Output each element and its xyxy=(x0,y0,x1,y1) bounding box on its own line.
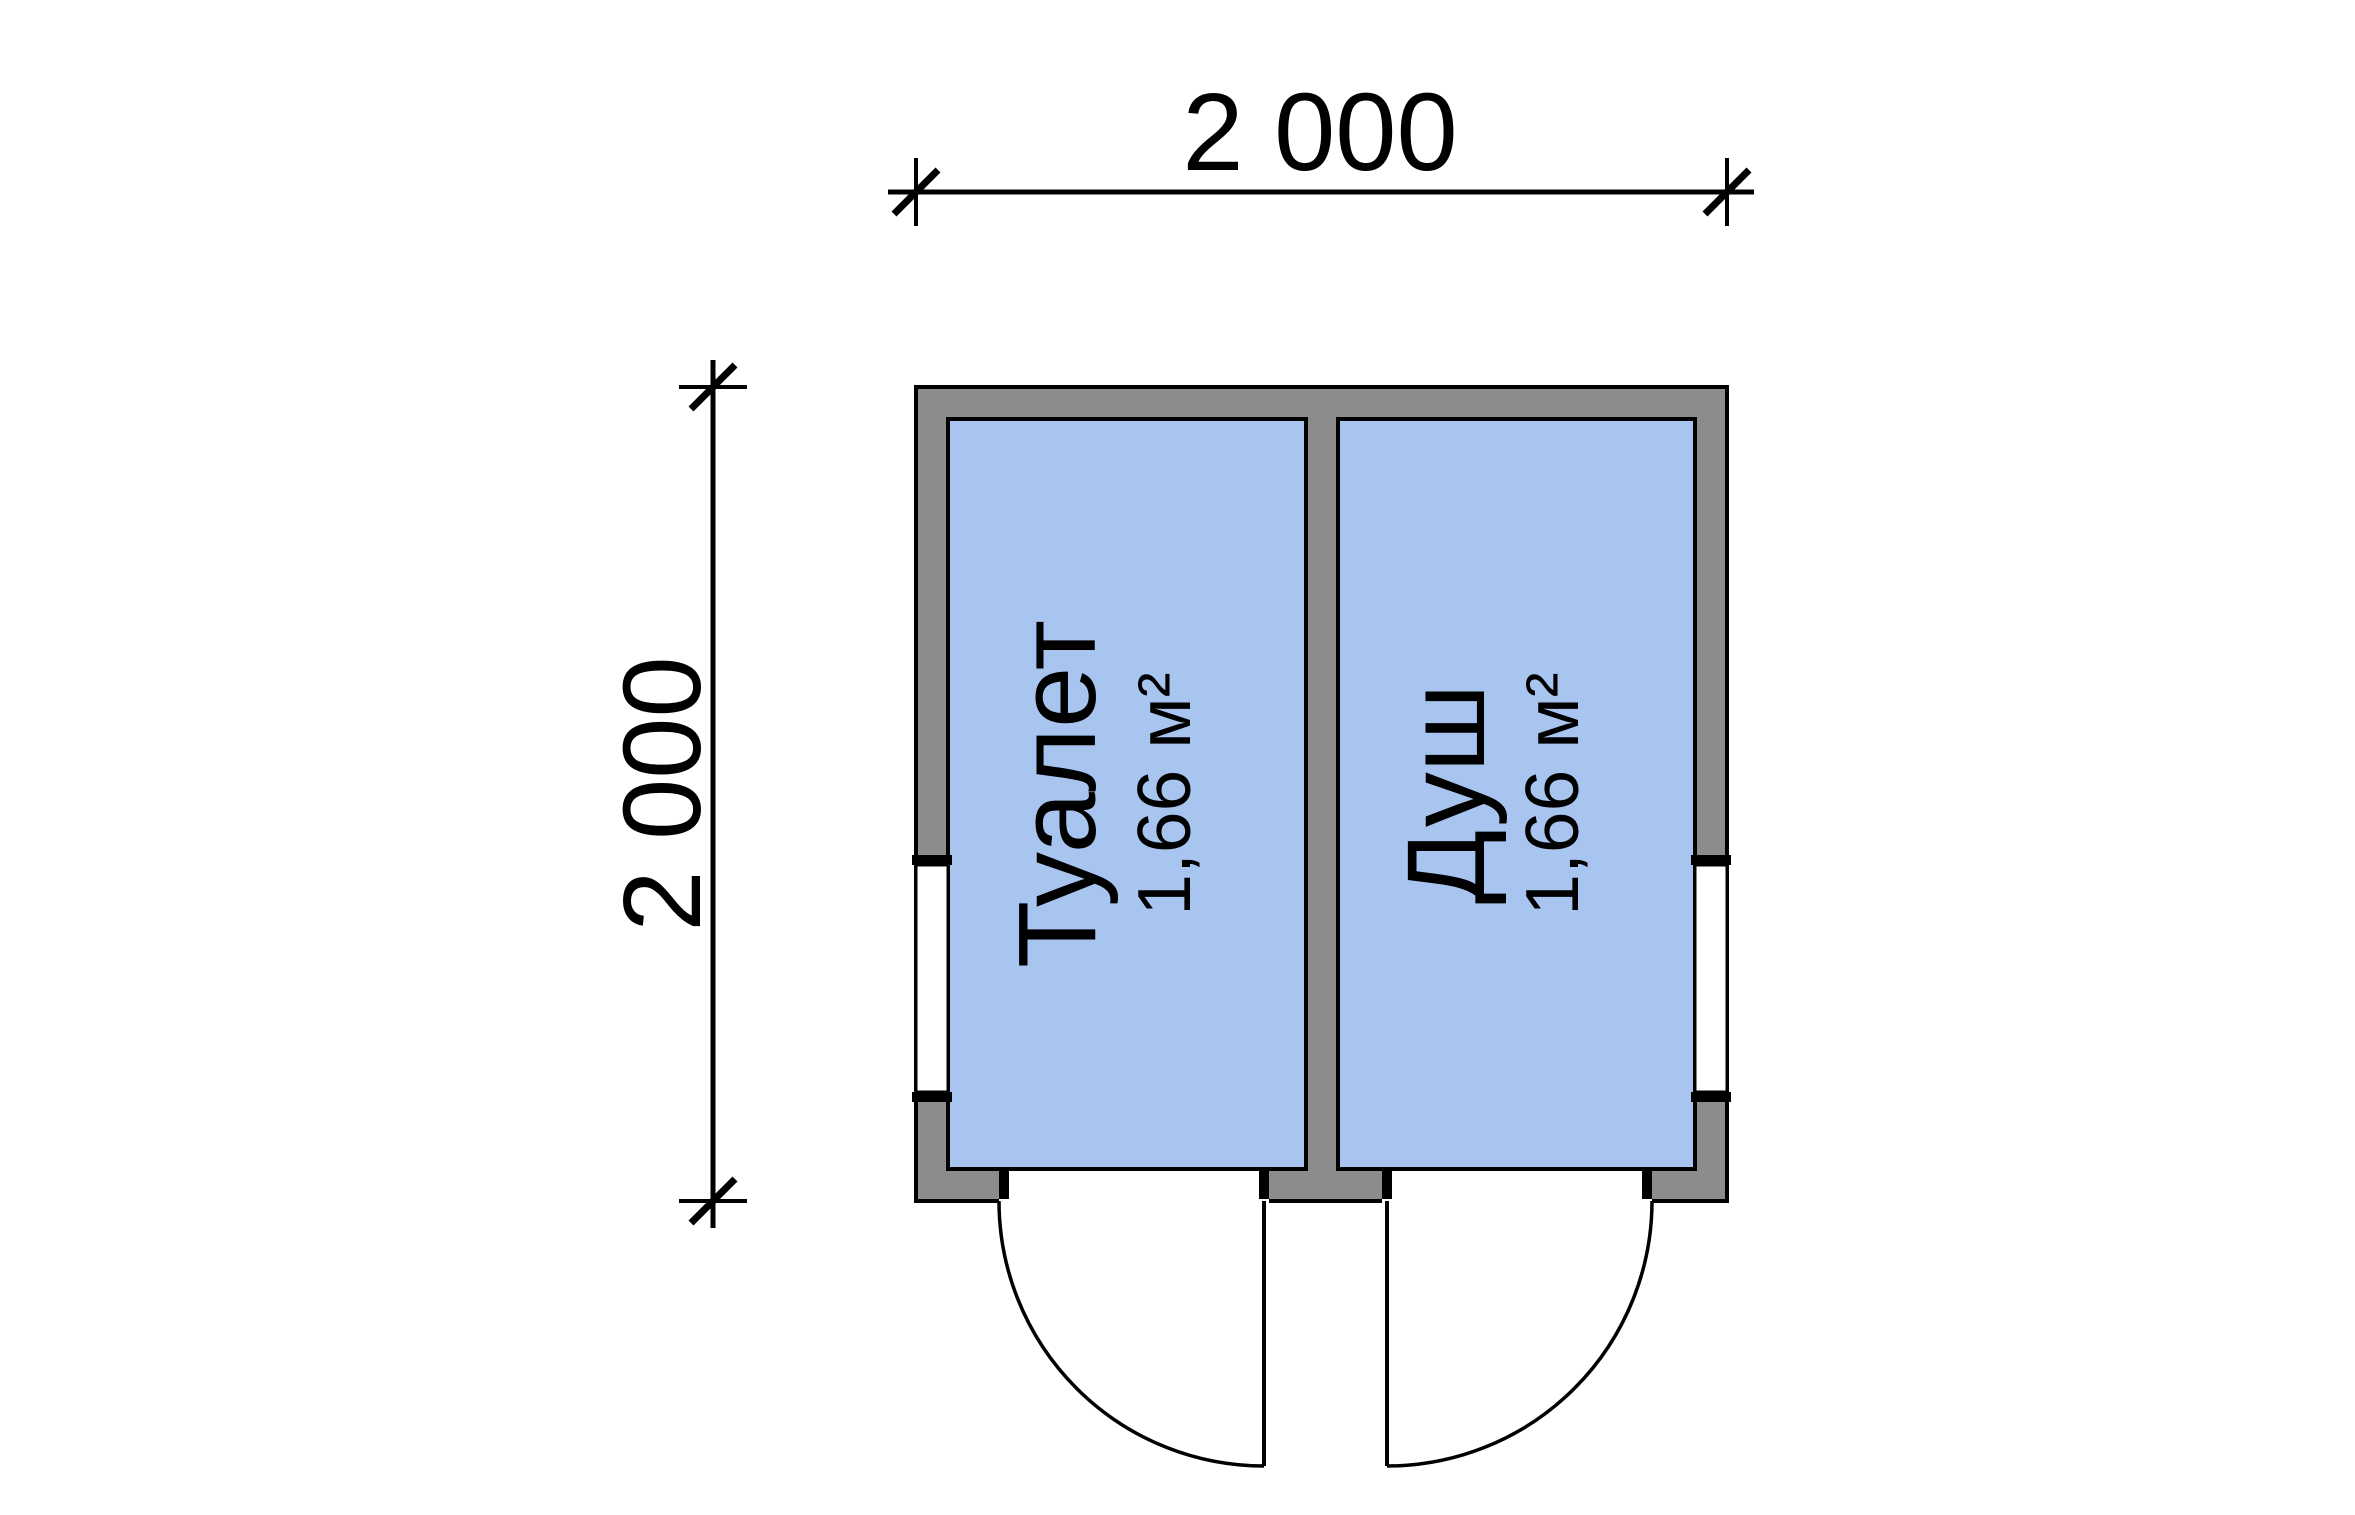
window-left xyxy=(912,855,952,1102)
dimension-left: 2 000 xyxy=(601,360,747,1228)
room-toilet-area: 1,66 м² xyxy=(1122,672,1206,915)
dimension-left-label: 2 000 xyxy=(601,656,724,931)
door-opening-right xyxy=(1382,1171,1652,1207)
room-shower-area: 1,66 м² xyxy=(1510,672,1594,915)
door-swing-arc-right xyxy=(1386,1200,1654,1468)
window-left-opening xyxy=(914,863,950,1094)
room-shower-name: Душ xyxy=(1385,684,1508,904)
room-shower xyxy=(1336,417,1697,1171)
door-opening-left xyxy=(999,1171,1269,1207)
door-jamb xyxy=(1259,1171,1269,1199)
dimension-left-tick-bottom xyxy=(688,1176,738,1226)
window-right-bottom-cap xyxy=(1691,1092,1731,1102)
dimension-top-tick-right xyxy=(1702,167,1752,217)
window-right-opening xyxy=(1693,863,1729,1094)
door-swing-arc-left xyxy=(997,1200,1265,1468)
window-left-top-cap xyxy=(912,855,952,865)
window-left-bottom-cap xyxy=(912,1092,952,1102)
window-right-top-cap xyxy=(1691,855,1731,865)
dimension-top-tick-left xyxy=(891,167,941,217)
room-toilet-name: Туалет xyxy=(996,620,1119,968)
dimension-left-tick-top xyxy=(688,362,738,412)
door-jamb xyxy=(1642,1171,1652,1199)
dimension-top: 2 000 xyxy=(888,71,1754,226)
door-jamb xyxy=(999,1171,1009,1199)
dimension-top-label: 2 000 xyxy=(1182,71,1457,194)
door-jamb xyxy=(1382,1171,1392,1199)
room-toilet xyxy=(946,417,1308,1171)
window-right xyxy=(1691,855,1731,1102)
